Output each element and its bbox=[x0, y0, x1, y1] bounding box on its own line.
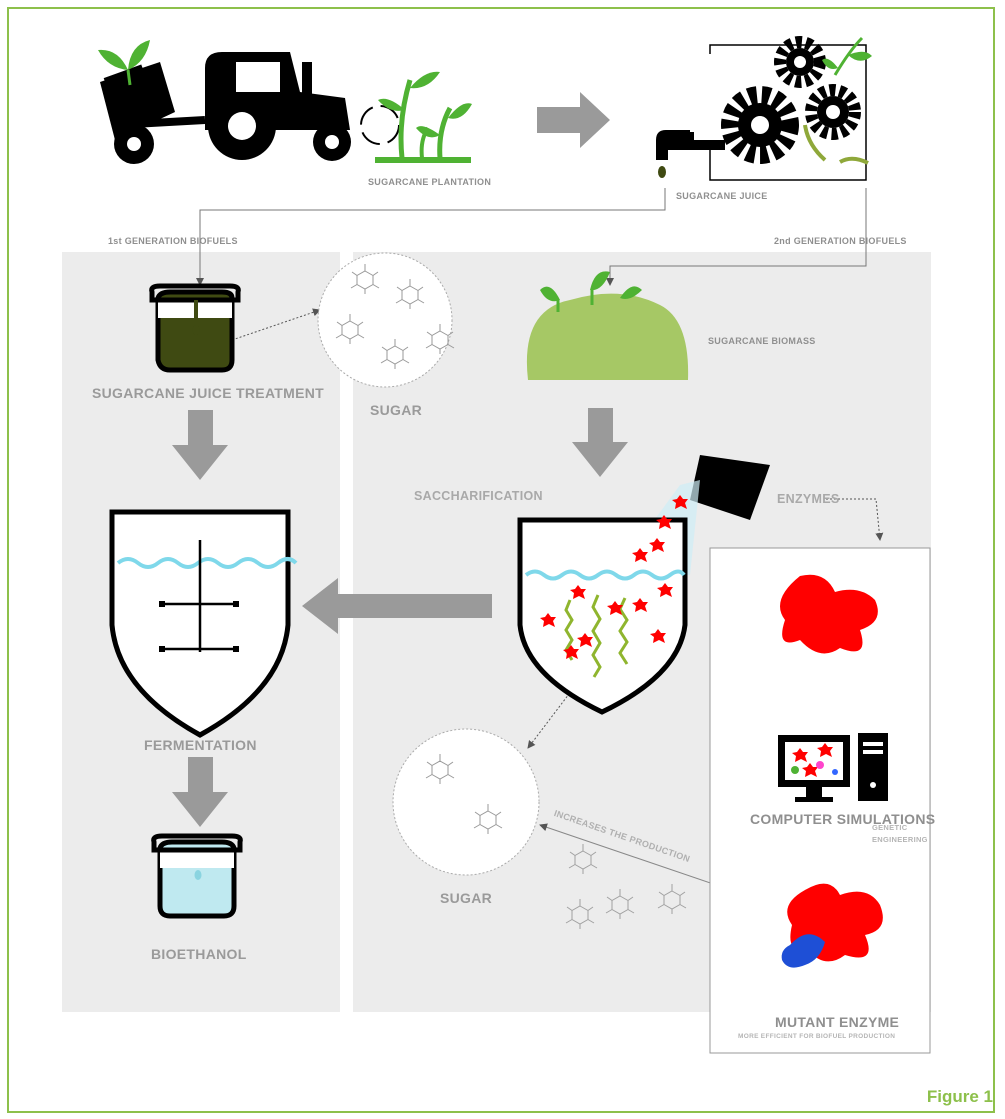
label-juice: SUGARCANE JUICE bbox=[676, 191, 768, 201]
label-biomass: SUGARCANE BIOMASS bbox=[708, 336, 816, 346]
cart-plant-icon bbox=[98, 40, 150, 86]
label-juice-treatment: SUGARCANE JUICE TREATMENT bbox=[92, 385, 325, 401]
label-sugar-top: SUGAR bbox=[370, 402, 423, 418]
label-sugar-bottom: SUGAR bbox=[440, 890, 493, 906]
sugar-circle-top bbox=[317, 252, 455, 388]
tank-to-fermenter-arrow bbox=[302, 578, 492, 634]
label-enzymes: ENZYMES bbox=[777, 492, 840, 506]
sugarcane-plants-icon bbox=[375, 71, 472, 163]
fermenter-tank-icon bbox=[109, 509, 298, 738]
faucet-icon bbox=[656, 130, 725, 178]
fermentation-to-ethanol-arrow bbox=[172, 757, 228, 827]
ethanol-container-icon bbox=[151, 833, 243, 919]
enzymes-to-box-connector bbox=[826, 498, 884, 541]
enzyme-blob-icon bbox=[780, 574, 878, 654]
label-engineering: ENGINEERING bbox=[872, 835, 928, 844]
label-fermentation: FERMENTATION bbox=[144, 737, 257, 753]
label-mutant-subtitle: MORE EFFICIENT FOR BIOFUEL PRODUCTION bbox=[738, 1033, 896, 1040]
gears-icon bbox=[721, 36, 861, 164]
mill-frame bbox=[709, 44, 867, 181]
mill-to-biomass-connector bbox=[606, 188, 867, 286]
figure-frame bbox=[7, 7, 995, 1113]
tractor-icon bbox=[100, 52, 351, 164]
label-saccharification: SACCHARIFICATION bbox=[414, 489, 543, 503]
figure-caption: Figure 1 bbox=[926, 1087, 993, 1106]
label-plantation: SUGARCANE PLANTATION bbox=[368, 177, 492, 187]
mill-plants-icon bbox=[803, 36, 872, 165]
biomass-to-saccharification-arrow bbox=[572, 408, 628, 477]
tank-to-sugar-connector bbox=[527, 689, 573, 749]
label-first-generation: 1st GENERATION BIOFUELS bbox=[108, 236, 238, 246]
juice-to-treatment-connector bbox=[196, 188, 666, 286]
label-genetic: GENETIC bbox=[872, 823, 908, 832]
cycle-arrows-icon bbox=[360, 105, 400, 145]
label-second-generation: 2nd GENERATION BIOFUELS bbox=[774, 236, 907, 246]
computer-icon bbox=[778, 733, 888, 802]
treatment-to-sugar-connector bbox=[231, 308, 321, 341]
juice-container-icon bbox=[149, 283, 241, 373]
treatment-to-fermentation-arrow bbox=[172, 410, 228, 480]
top-arrow bbox=[537, 92, 610, 148]
label-mutant-enzyme: MUTANT ENZYME bbox=[775, 1014, 900, 1030]
saccharification-tank-icon bbox=[517, 455, 770, 715]
mutant-enzyme-icon bbox=[781, 883, 883, 968]
sugar-circle-bottom bbox=[392, 728, 540, 876]
label-bioethanol: BIOETHANOL bbox=[151, 946, 247, 962]
label-computer-simulations: COMPUTER SIMULATIONS bbox=[750, 811, 936, 827]
biomass-pile-icon bbox=[526, 271, 689, 380]
